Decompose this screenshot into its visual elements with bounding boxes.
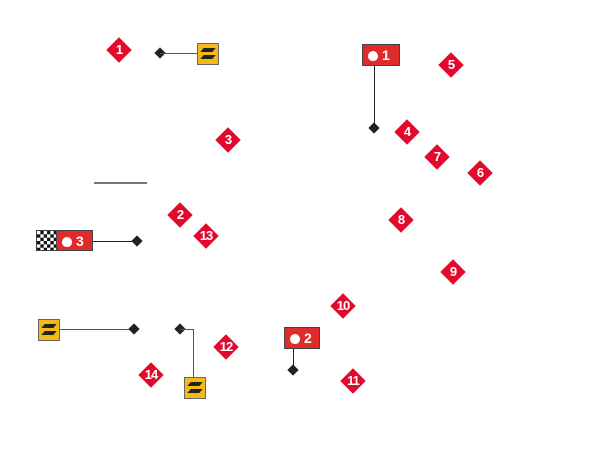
corner-marker-2: 2	[167, 202, 193, 228]
sector-3-point	[131, 235, 143, 247]
corner-marker-3: 3	[215, 127, 241, 153]
corner-marker-6: 6	[467, 160, 493, 186]
start-finish-line	[94, 182, 147, 184]
drs-zone-icon	[197, 43, 219, 65]
corner-label: 7	[433, 149, 441, 164]
corner-label: 6	[476, 165, 484, 180]
leader-line	[93, 241, 137, 242]
sector-label: 1	[382, 47, 390, 63]
leader-line	[293, 349, 294, 370]
corner-label: 11	[347, 373, 360, 388]
corner-label: 3	[224, 132, 232, 147]
sector-1-point	[368, 122, 380, 134]
corner-marker-9: 9	[440, 259, 466, 285]
corner-label: 14	[144, 367, 158, 382]
leader-line	[193, 329, 194, 377]
sector-2-badge: 2	[284, 327, 320, 349]
checkered-flag-icon	[36, 230, 57, 251]
stopwatch-icon	[62, 237, 72, 247]
corner-marker-12: 12	[213, 334, 239, 360]
corner-label: 10	[336, 298, 350, 313]
leader-line	[180, 329, 193, 330]
corner-label: 8	[397, 212, 405, 227]
leader-line	[374, 66, 375, 128]
corner-label: 1	[115, 42, 123, 57]
corner-label: 2	[176, 207, 184, 222]
corner-label: 13	[199, 228, 213, 243]
corner-marker-1: 1	[106, 37, 132, 63]
sector-3-badge: 3	[56, 230, 93, 251]
corner-label: 5	[447, 57, 455, 72]
sector-label: 2	[304, 330, 312, 346]
corner-marker-4: 4	[394, 119, 420, 145]
sector-2-point	[287, 364, 299, 376]
sector-1-badge: 1	[362, 44, 400, 66]
leader-line	[160, 53, 197, 54]
corner-label: 4	[403, 124, 411, 139]
stopwatch-icon	[290, 334, 300, 344]
sector-label: 3	[76, 233, 84, 249]
corner-marker-13: 13	[193, 223, 219, 249]
corner-label: 12	[219, 339, 233, 354]
stopwatch-icon	[368, 51, 378, 61]
corner-label: 9	[449, 264, 457, 279]
corner-marker-11: 11	[340, 368, 366, 394]
corner-marker-10: 10	[330, 293, 356, 319]
drs-zone-icon	[38, 319, 60, 341]
corner-marker-8: 8	[388, 207, 414, 233]
drs-zone-icon	[184, 377, 206, 399]
drs-detection-point	[128, 323, 140, 335]
corner-marker-14: 14	[138, 362, 164, 388]
corner-marker-7: 7	[424, 144, 450, 170]
corner-marker-5: 5	[438, 52, 464, 78]
leader-line	[60, 329, 134, 330]
